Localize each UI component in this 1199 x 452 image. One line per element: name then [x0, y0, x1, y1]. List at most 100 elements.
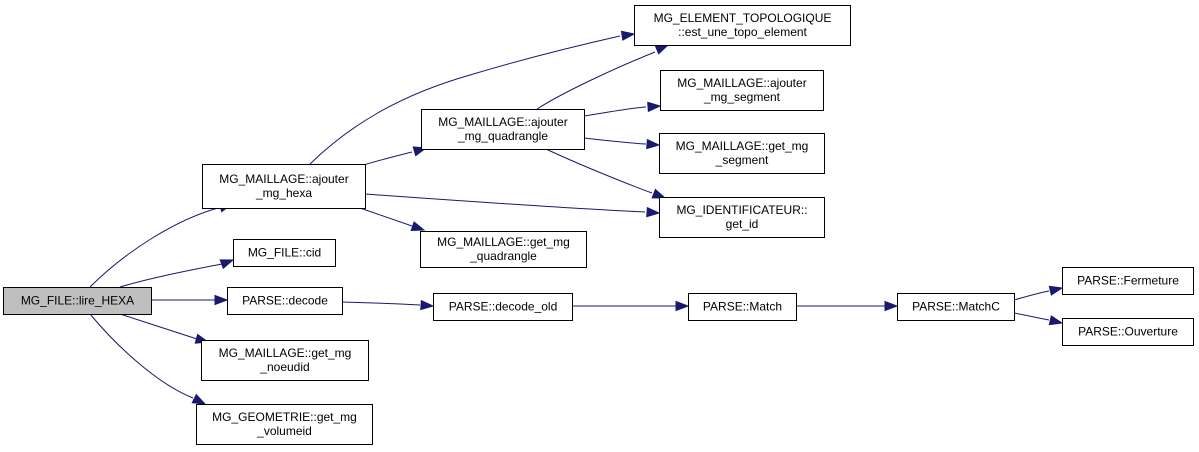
edge-line: [359, 151, 413, 167]
edge-ajouter_mg_quadrangle-to-ajouter_mg_segment: [583, 101, 662, 117]
edge-ajouter_mg_quadrangle-to-est_une_topo_element: [536, 44, 670, 110]
node-box[interactable]: [659, 133, 825, 174]
node-label: _volumeid: [256, 424, 312, 438]
edge-ajouter_mg_hexa-to-est_une_topo_element: [309, 30, 636, 165]
edge-line: [1013, 290, 1050, 301]
node-ajouter-mg-hexa[interactable]: MG_MAILLAGE::ajouter_mg_hexa: [202, 164, 366, 209]
nodes-layer: MG_FILE::lire_HEXAMG_MAILLAGE::ajouter_m…: [3, 5, 1194, 445]
node-ajouter-mg-quadrangle[interactable]: MG_MAILLAGE::ajouter_mg_quadrangle: [421, 109, 585, 150]
node-box[interactable]: [233, 239, 336, 267]
node-label: PARSE::Fermeture: [1077, 274, 1179, 288]
arrowhead-icon: [1048, 285, 1064, 296]
arrowhead-icon: [420, 299, 435, 311]
node-box[interactable]: [421, 109, 585, 150]
arrowhead-icon: [1048, 315, 1064, 326]
edge-lire_hexa-to-cid: [119, 259, 235, 288]
node-label: _noeudid: [259, 360, 309, 374]
node-box[interactable]: [227, 287, 343, 315]
node-label: MG_FILE::cid: [248, 246, 321, 260]
node-box[interactable]: [1062, 318, 1194, 346]
node-label: _mg_segment: [703, 90, 781, 104]
node-get-mg-noeudid[interactable]: MG_MAILLAGE::get_mg_noeudid: [201, 340, 369, 381]
edge-ajouter_mg_hexa-to-get_mg_quadrangle: [359, 207, 426, 232]
edge-lire_hexa-to-get_mg_noeudid: [119, 313, 210, 344]
node-box[interactable]: [660, 70, 824, 111]
edge-line: [583, 106, 647, 117]
node-lire-hexa[interactable]: MG_FILE::lire_HEXA: [3, 287, 152, 315]
node-label: get_id: [726, 217, 759, 231]
node-label: PARSE::MatchC: [912, 300, 1000, 314]
edge-ajouter_mg_quadrangle-to-get_id: [545, 148, 667, 199]
edge-matchc-to-fermeture: [1013, 285, 1064, 301]
arrowhead-icon: [647, 101, 662, 113]
node-label: MG_MAILLAGE::get_mg: [676, 139, 809, 153]
node-label: PARSE::decode_old: [449, 300, 558, 314]
node-label: _segment: [715, 153, 769, 167]
node-label: _mg_hexa: [255, 186, 312, 200]
node-label: MG_GEOMETRIE::get_mg: [212, 410, 357, 424]
edge-lire_hexa-to-get_mg_volumeid: [89, 313, 207, 405]
node-label: PARSE::Match: [703, 300, 782, 314]
node-box[interactable]: [688, 293, 797, 321]
node-label: MG_MAILLAGE::ajouter: [438, 115, 567, 129]
node-label: _quadrangle: [469, 249, 537, 263]
edge-line: [309, 35, 621, 165]
edge-match-to-matchc: [796, 300, 899, 312]
node-label: MG_ELEMENT_TOPOLOGIQUE: [654, 11, 832, 25]
node-label: MG_IDENTIFICATEUR::: [676, 203, 807, 217]
edge-line: [341, 301, 421, 306]
node-decode-old[interactable]: PARSE::decode_old: [433, 293, 573, 321]
edge-line: [89, 207, 219, 288]
node-box[interactable]: [897, 293, 1015, 321]
node-get-id[interactable]: MG_IDENTIFICATEUR::get_id: [659, 197, 825, 238]
edge-line: [364, 193, 646, 213]
arrowhead-icon: [410, 221, 426, 232]
edge-line: [536, 51, 656, 110]
node-label: MG_FILE::lire_HEXA: [21, 294, 134, 308]
arrowhead-icon: [675, 300, 690, 312]
node-get-mg-quadrangle[interactable]: MG_MAILLAGE::get_mg_quadrangle: [420, 231, 587, 268]
node-ajouter-mg-segment[interactable]: MG_MAILLAGE::ajouter_mg_segment: [660, 70, 824, 111]
node-label: MG_MAILLAGE::get_mg: [437, 235, 570, 249]
node-ouverture[interactable]: PARSE::Ouverture: [1062, 318, 1194, 346]
node-box[interactable]: [1062, 267, 1194, 295]
edge-line: [1013, 312, 1050, 321]
arrowhead-icon: [219, 259, 235, 270]
edge-ajouter_mg_hexa-to-get_id: [364, 193, 661, 218]
node-label: ::est_une_topo_element: [678, 25, 807, 39]
node-decode[interactable]: PARSE::decode: [227, 287, 343, 315]
edge-line: [583, 137, 647, 145]
edge-line: [359, 207, 413, 227]
edge-decode_old-to-match: [572, 300, 690, 312]
node-match[interactable]: PARSE::Match: [688, 293, 797, 321]
node-box[interactable]: [202, 164, 366, 209]
edge-line: [119, 313, 198, 340]
node-box[interactable]: [201, 340, 369, 381]
node-cid[interactable]: MG_FILE::cid: [233, 239, 336, 267]
node-label: MG_MAILLAGE::get_mg: [219, 346, 352, 360]
node-box[interactable]: [433, 293, 573, 321]
arrowhead-icon: [191, 393, 207, 405]
node-get-mg-segment[interactable]: MG_MAILLAGE::get_mg_segment: [659, 133, 825, 174]
node-fermeture[interactable]: PARSE::Fermeture: [1062, 267, 1194, 295]
node-box[interactable]: [659, 197, 825, 238]
edge-decode-to-decode_old: [341, 299, 435, 311]
arrowhead-icon: [884, 300, 899, 312]
edge-lire_hexa-to-decode: [151, 294, 229, 306]
edge-line: [89, 313, 194, 399]
node-box[interactable]: [3, 287, 152, 315]
edges-layer: [89, 30, 1064, 405]
arrowhead-icon: [654, 44, 670, 55]
node-box[interactable]: [634, 5, 851, 46]
node-label: _mg_quadrangle: [457, 129, 548, 143]
node-label: MG_MAILLAGE::ajouter: [219, 172, 348, 186]
node-box[interactable]: [196, 404, 373, 445]
edge-line: [119, 263, 223, 288]
edge-ajouter_mg_quadrangle-to-get_mg_segment: [583, 137, 661, 150]
node-matchc[interactable]: PARSE::MatchC: [897, 293, 1015, 321]
node-get-mg-volumeid[interactable]: MG_GEOMETRIE::get_mg_volumeid: [196, 404, 373, 445]
node-box[interactable]: [420, 231, 587, 268]
node-est-une-topo-element[interactable]: MG_ELEMENT_TOPOLOGIQUE::est_une_topo_ele…: [634, 5, 851, 46]
arrowhead-icon: [646, 138, 661, 150]
